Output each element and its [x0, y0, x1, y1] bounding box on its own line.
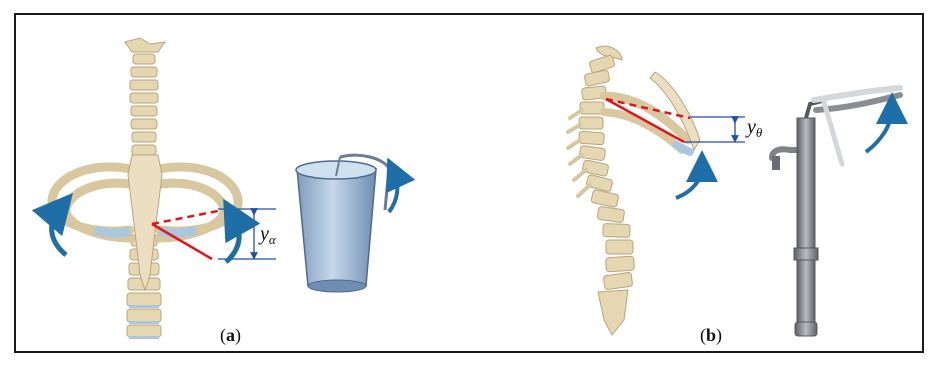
panel-a-caption: (a) [220, 325, 241, 346]
caption-letter: a [226, 325, 235, 345]
rib-angle-dashed-line [152, 211, 218, 224]
water-pump-icon [772, 88, 900, 336]
panel-b: yθ [568, 46, 900, 336]
caption-close-paren: ) [235, 325, 241, 345]
rib-side-view [604, 112, 682, 150]
caption-letter: b [706, 325, 716, 345]
spine-side-view [579, 46, 635, 335]
measure-label-b: yθ [745, 116, 763, 140]
panel-a: yα [52, 38, 398, 339]
bucket-handle-icon [296, 155, 397, 292]
caption-close-paren: ) [716, 325, 722, 345]
measure-label-a: yα [258, 223, 277, 247]
rotation-arrow-icon [676, 166, 702, 198]
panel-b-caption: (b) [700, 325, 722, 346]
